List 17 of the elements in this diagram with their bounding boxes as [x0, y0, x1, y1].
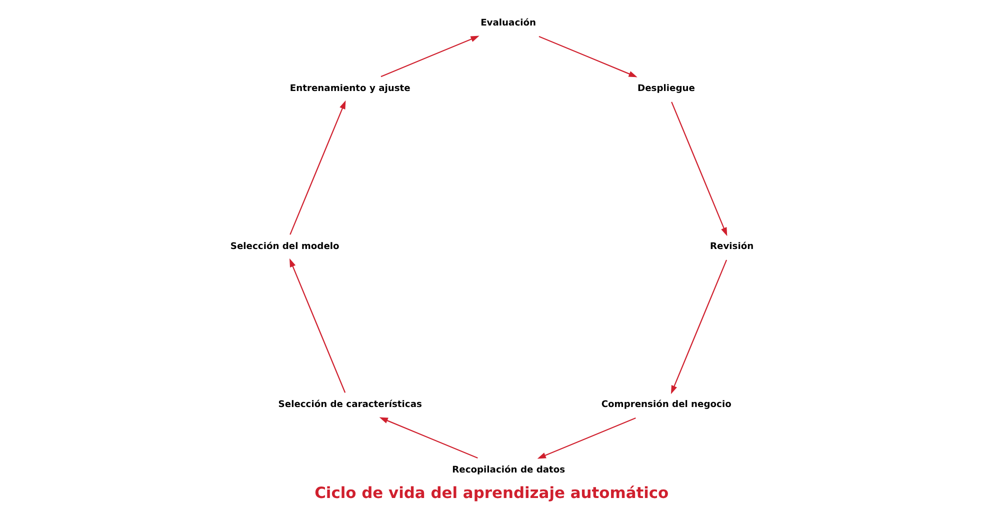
arrow — [378, 417, 478, 459]
diagram-title: Ciclo de vida del aprendizaje automático — [314, 484, 668, 502]
arrow — [289, 258, 346, 393]
arrow — [538, 36, 637, 78]
arrow — [670, 260, 727, 394]
arrow — [536, 417, 636, 459]
arrow — [289, 100, 346, 235]
node-text: Despliegue — [637, 84, 694, 94]
arrow — [380, 36, 479, 78]
node-text: Evaluación — [480, 18, 536, 28]
node-text: Recopilación de datos — [452, 465, 565, 476]
arrow — [670, 102, 727, 236]
node-text: Selección de características — [278, 400, 422, 410]
node-text: Revisión — [710, 242, 754, 252]
node-text: Comprensión del negocio — [600, 400, 731, 410]
node-text: Selección del modelo — [230, 242, 339, 252]
node-text: Entrenamiento y ajuste — [289, 84, 410, 94]
